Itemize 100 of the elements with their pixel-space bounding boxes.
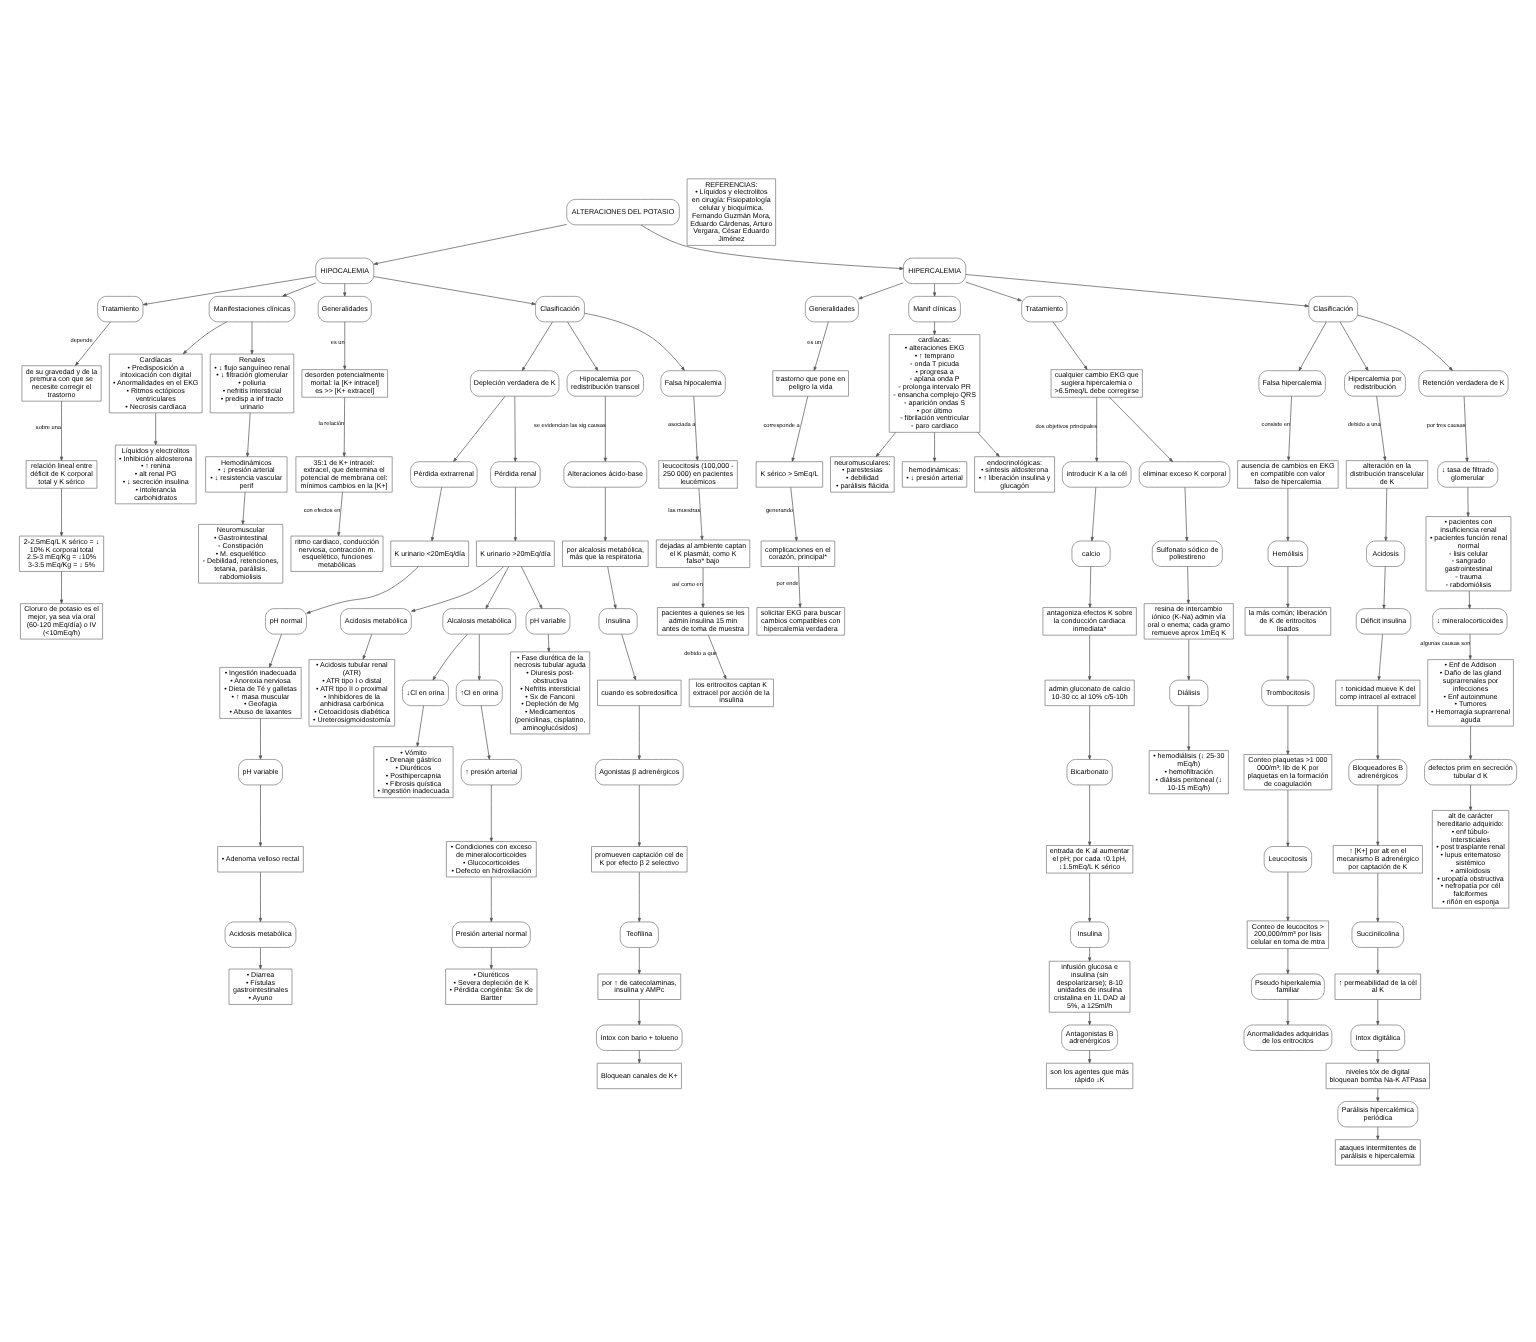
arrow: [258, 870, 263, 922]
arrow: [373, 223, 568, 265]
arrow: [693, 394, 699, 460]
arrow: [875, 431, 897, 456]
arrow: [977, 431, 1000, 456]
arrow: [480, 704, 491, 759]
arrow: [603, 394, 607, 461]
arrow: [1088, 565, 1092, 607]
arrow: [798, 565, 802, 607]
arrow: [1187, 637, 1191, 680]
arrow: [637, 704, 641, 759]
arrow: [142, 275, 316, 305]
arrow: [932, 320, 937, 334]
arrow: [337, 490, 343, 536]
arrow: [1095, 396, 1099, 461]
arrow: [965, 273, 1309, 307]
arrow: [640, 223, 904, 270]
arrow: [258, 717, 263, 759]
arrow: [1186, 565, 1190, 603]
arrow: [1286, 704, 1290, 754]
arrow: [282, 281, 316, 296]
arrow: [373, 275, 536, 305]
arrow: [701, 566, 705, 607]
arrow: [791, 394, 809, 461]
arrow: [637, 946, 641, 974]
arrow: [258, 946, 263, 969]
arrow: [932, 431, 937, 461]
arrow: [489, 875, 493, 922]
arrow: [246, 411, 251, 457]
arrow: [521, 320, 553, 371]
arrow: [489, 783, 493, 841]
arrow: [250, 320, 254, 354]
arrow: [306, 565, 419, 613]
arrow: [1376, 394, 1387, 460]
arrow: [59, 570, 64, 603]
arrow: [75, 320, 111, 365]
arrow: [637, 998, 641, 1025]
arrow: [1088, 633, 1092, 680]
arrow: [154, 411, 158, 445]
arrow: [1286, 870, 1290, 921]
arrow: [1286, 633, 1290, 680]
arrow: [477, 632, 481, 680]
arrow: [59, 399, 64, 460]
arrow: [489, 946, 493, 969]
arrow: [521, 565, 543, 608]
arrow: [431, 485, 443, 541]
arrow: [1376, 783, 1380, 845]
arrow: [1376, 1049, 1380, 1063]
arrow: [1187, 704, 1191, 750]
arrow: [603, 485, 607, 541]
arrow: [698, 487, 704, 540]
arrow: [453, 394, 506, 461]
arrow: [1467, 589, 1472, 608]
arrow: [343, 282, 347, 296]
arrow: [858, 281, 904, 299]
arrow: [411, 565, 504, 611]
arrow: [241, 490, 246, 524]
arrow: [513, 394, 517, 461]
arrow: [342, 396, 346, 456]
arrow: [1376, 871, 1380, 922]
arrow: [637, 783, 641, 846]
arrow: [1469, 724, 1473, 759]
arrow: [1286, 947, 1290, 974]
arrow: [1184, 485, 1189, 541]
arrow: [1469, 783, 1473, 810]
arrow: [567, 320, 599, 371]
arrow: [362, 632, 373, 659]
arrow: [1286, 788, 1290, 846]
arrow: [708, 633, 727, 679]
arrow: [1468, 632, 1472, 659]
arrow: [1357, 313, 1453, 370]
arrow: [1384, 487, 1388, 541]
arrow: [607, 565, 617, 608]
arrow: [584, 311, 685, 370]
arrow: [813, 320, 829, 371]
arrow: [1286, 487, 1290, 541]
arrow: [1463, 394, 1469, 461]
arrow: [1052, 320, 1088, 369]
arrow: [485, 565, 510, 608]
arrow: [1377, 632, 1383, 680]
arrow: [1287, 394, 1292, 460]
arrow: [59, 487, 64, 536]
arrow: [1376, 998, 1380, 1025]
arrow: [1088, 783, 1092, 845]
arrow: [547, 632, 551, 652]
arrow: [1088, 1011, 1092, 1025]
arrow: [1376, 1087, 1380, 1101]
arrow: [1090, 485, 1097, 541]
arrow: [965, 280, 1022, 301]
arrow: [1382, 565, 1386, 608]
arrow: [1376, 1125, 1380, 1139]
arrow: [1286, 565, 1290, 607]
arrow: [1088, 704, 1092, 759]
arrow: [932, 282, 937, 296]
arrow: [416, 704, 424, 746]
arrow: [1339, 320, 1369, 371]
arrow: [1088, 946, 1092, 961]
arrow: [1466, 485, 1470, 516]
arrow: [1376, 704, 1380, 759]
arrow: [1376, 946, 1380, 974]
